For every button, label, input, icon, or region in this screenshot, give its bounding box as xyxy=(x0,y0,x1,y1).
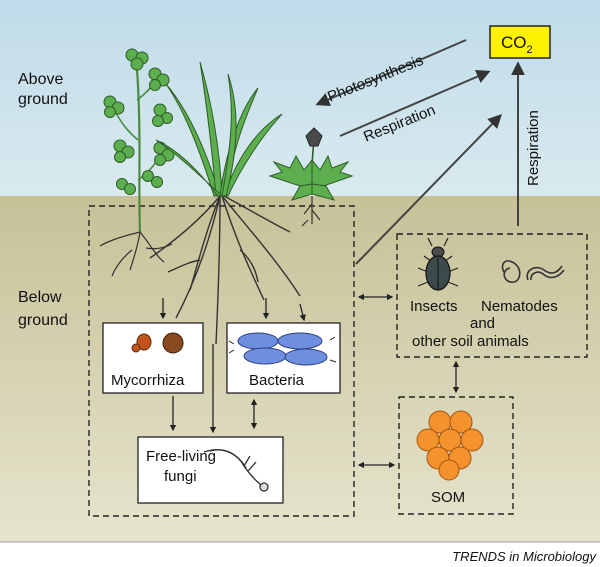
grass-plant-icon xyxy=(149,61,301,345)
root-to-bacteria-arrow-2 xyxy=(299,303,306,322)
soil-respiration-arrow xyxy=(355,113,502,265)
bacteria-box: Bacteria xyxy=(226,322,341,394)
insects-label: Insects xyxy=(410,298,458,315)
other-soil-animals-label: other soil animals xyxy=(412,333,529,350)
below-ground-label-line1: Below xyxy=(18,289,62,306)
som-particles-icon xyxy=(416,410,484,481)
animal-respiration-label: Respiration xyxy=(525,110,542,186)
bacteria-cells-icon xyxy=(228,332,337,366)
plant-zone-dashed-box xyxy=(88,205,355,517)
som-box: SOM xyxy=(398,396,514,515)
soil-animals-box: Insects Nematodes and other soil animals xyxy=(396,233,588,358)
nematode-icon xyxy=(501,260,565,283)
plant-respiration-arrow xyxy=(339,70,491,137)
co2-box: CO2 xyxy=(489,25,551,59)
beetle-icon xyxy=(417,237,459,291)
som-label: SOM xyxy=(431,489,465,506)
free-living-fungi-box: Free-living fungi xyxy=(137,436,284,504)
above-ground-label-line2: ground xyxy=(18,91,68,108)
nematodes-label: Nematodes xyxy=(481,298,558,315)
mycorrhiza-spores-icon xyxy=(131,332,184,354)
bacteria-label: Bacteria xyxy=(249,372,305,389)
mycorrhiza-box: Mycorrhiza xyxy=(102,322,204,394)
fungus-hypha-icon xyxy=(203,449,269,492)
and-label: and xyxy=(470,315,495,332)
below-ground-label-line2: ground xyxy=(18,312,68,329)
mycorrhiza-label: Mycorrhiza xyxy=(111,372,185,389)
dandelion-plant-icon xyxy=(268,127,354,227)
credit-label: TRENDS in Microbiology xyxy=(452,549,597,564)
co2-label: CO2 xyxy=(501,33,533,56)
footer-background xyxy=(0,542,600,567)
clover-plant-icon xyxy=(99,48,175,277)
photosynthesis-arrow xyxy=(315,39,467,106)
above-ground-label-line1: Above xyxy=(18,71,63,88)
free-living-fungi-label-line1: Free-living xyxy=(146,448,216,465)
free-living-fungi-label-line2: fungi xyxy=(164,468,197,485)
